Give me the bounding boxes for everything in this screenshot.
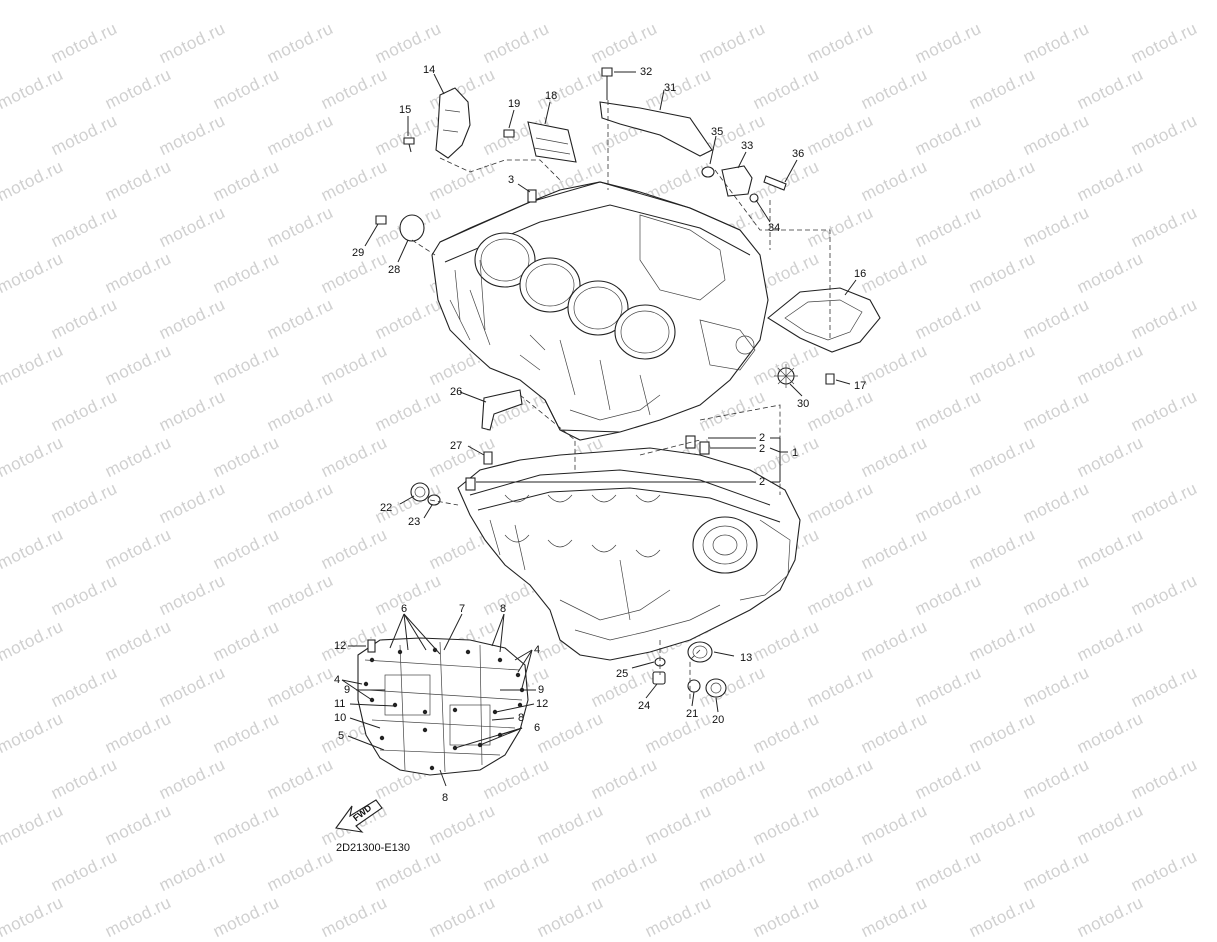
- callout-11: 11: [334, 698, 346, 710]
- callout-19: 19: [508, 98, 521, 110]
- callout-2: 2: [759, 443, 766, 455]
- callout-16: 16: [854, 268, 867, 280]
- callout-14: 14: [423, 64, 436, 76]
- callout-13: 13: [740, 652, 753, 664]
- callout-2: 2: [759, 476, 766, 488]
- callout-2: 2: [759, 432, 766, 444]
- callout-36: 36: [792, 148, 805, 160]
- callout-31: 31: [664, 82, 677, 94]
- callout-12: 12: [334, 640, 347, 652]
- callout-27: 27: [450, 440, 463, 452]
- callout-4: 4: [334, 674, 341, 686]
- callout-6: 6: [534, 722, 541, 734]
- callout-34: 34: [768, 222, 781, 234]
- upper-crankcase: [431, 181, 769, 441]
- callout-30: 30: [797, 398, 810, 410]
- callout-33: 33: [741, 140, 754, 152]
- callout-18: 18: [545, 90, 558, 102]
- callout-22: 22: [380, 502, 393, 514]
- callout-8: 8: [442, 792, 449, 804]
- assembly-lines: [411, 100, 831, 700]
- lower-crankcase: [457, 447, 801, 661]
- callout-24: 24: [638, 700, 651, 712]
- callout-17: 17: [854, 380, 867, 392]
- small-parts: [367, 67, 881, 698]
- callout-25: 25: [616, 668, 629, 680]
- callout-12: 12: [536, 698, 549, 710]
- diagram-code: 2D21300-E130: [336, 842, 411, 854]
- callout-4: 4: [534, 644, 541, 656]
- callout-10: 10: [334, 712, 347, 724]
- leader-lines: [341, 71, 857, 787]
- callout-35: 35: [711, 126, 724, 138]
- callout-5: 5: [338, 730, 345, 742]
- callout-21: 21: [686, 708, 699, 720]
- callout-7: 7: [459, 603, 466, 615]
- callout-28: 28: [388, 264, 401, 276]
- forward-arrow: [335, 799, 383, 833]
- callout-26: 26: [450, 386, 463, 398]
- callout-20: 20: [712, 714, 725, 726]
- callout-32: 32: [640, 66, 653, 78]
- callout-8: 8: [500, 603, 507, 615]
- callout-1: 1: [792, 447, 799, 459]
- callout-8: 8: [518, 712, 525, 724]
- callout-3: 3: [508, 174, 515, 186]
- callout-15: 15: [399, 104, 412, 116]
- crankcase-drawing: [335, 67, 881, 833]
- callout-9: 9: [344, 684, 351, 696]
- callout-29: 29: [352, 247, 365, 259]
- callout-6: 6: [401, 603, 408, 615]
- bolt-layout-inset: [357, 637, 529, 776]
- callout-23: 23: [408, 516, 421, 528]
- callout-9: 9: [538, 684, 545, 696]
